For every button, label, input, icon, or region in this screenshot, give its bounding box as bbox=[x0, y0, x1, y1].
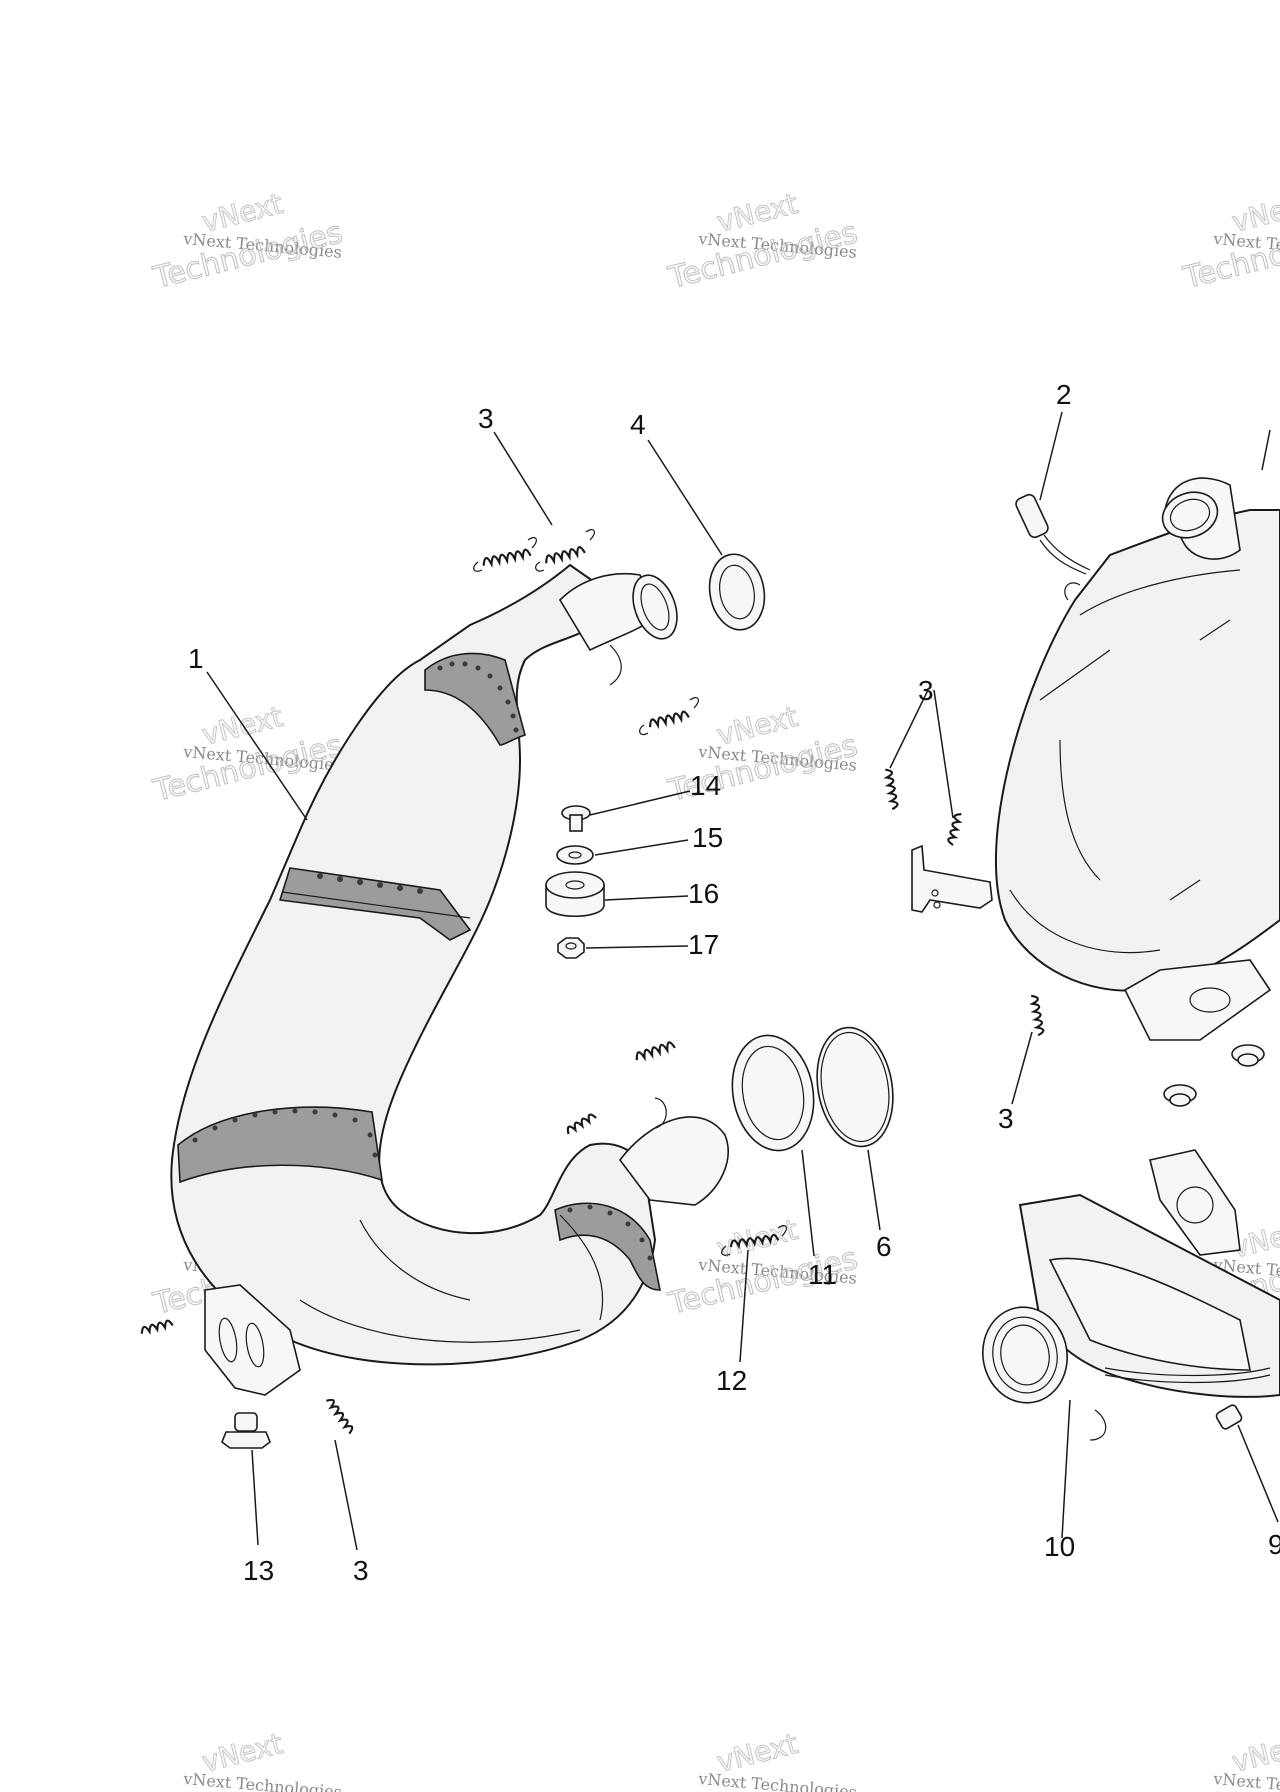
watermark-top-center: vNext vNext Technologies Technologies bbox=[664, 186, 861, 296]
callout-3-mid: 3 bbox=[918, 675, 934, 706]
spring-right-a bbox=[883, 768, 899, 811]
callout-3-bottom: 3 bbox=[353, 1555, 369, 1586]
gasket-ring-part-4 bbox=[708, 553, 766, 631]
callout-13: 13 bbox=[243, 1555, 274, 1586]
callout-16: 16 bbox=[688, 878, 719, 909]
watermark-bottom-right: vNext vNext Technologies bbox=[1212, 1726, 1280, 1792]
spring-left-bracket bbox=[140, 1319, 174, 1335]
svg-text:vNext Technologies: vNext Technologies bbox=[697, 1769, 858, 1792]
nut-part-17 bbox=[557, 937, 585, 959]
spring-part-2 bbox=[1015, 493, 1091, 575]
spring-lower-pipe-b bbox=[566, 1113, 597, 1135]
grommet-muffler-a bbox=[1163, 1084, 1197, 1107]
callout-3-top: 3 bbox=[478, 403, 494, 434]
spring-lower-pipe-a bbox=[635, 1041, 676, 1062]
seal-ring-part-11 bbox=[731, 1034, 815, 1152]
leader-lines bbox=[206, 411, 1279, 1551]
spring-right-b bbox=[947, 812, 963, 846]
bolt-part-9 bbox=[1215, 1404, 1243, 1430]
callout-12: 12 bbox=[716, 1365, 747, 1396]
washer-part-15 bbox=[556, 845, 594, 865]
muffler-bracket bbox=[911, 844, 993, 913]
bolt-part-14 bbox=[561, 805, 591, 832]
callout-15: 15 bbox=[692, 822, 723, 853]
callout-14: 14 bbox=[690, 770, 721, 801]
watermark-top-right: vNext vNext Technologies Technologies bbox=[1179, 186, 1280, 296]
watermark-top-left: vNext vNext Technologies Technologies bbox=[149, 186, 346, 296]
callout-2: 2 bbox=[1056, 379, 1072, 410]
callout-3-right: 3 bbox=[998, 1103, 1014, 1134]
spring-part-12 bbox=[721, 1224, 787, 1256]
grommet-muffler-b bbox=[1231, 1044, 1265, 1067]
spring-top-a bbox=[473, 536, 537, 572]
svg-text:vNext Technologies: vNext Technologies bbox=[1212, 1769, 1280, 1792]
muffler-part bbox=[994, 477, 1280, 1041]
exhaust-pipe-part bbox=[170, 563, 729, 1396]
callout-1: 1 bbox=[188, 643, 204, 674]
grommet-part-16 bbox=[545, 871, 605, 918]
header-pipe-part bbox=[982, 1149, 1280, 1441]
callout-17: 17 bbox=[688, 929, 719, 960]
seal-ring-part-6 bbox=[816, 1026, 894, 1148]
spring-right-c bbox=[1029, 994, 1045, 1037]
callout-11: 11 bbox=[808, 1259, 837, 1290]
spring-top-b bbox=[535, 528, 595, 572]
spring-bottom bbox=[326, 1398, 354, 1435]
callout-10: 10 bbox=[1044, 1531, 1075, 1562]
callout-4: 4 bbox=[630, 409, 646, 440]
svg-text:vNext Technologies: vNext Technologies bbox=[182, 1769, 343, 1792]
callout-6: 6 bbox=[876, 1231, 892, 1262]
drain-plug-part-13 bbox=[221, 1412, 271, 1449]
watermark-bottom-left: vNext vNext Technologies bbox=[182, 1726, 343, 1792]
watermark-bottom-center: vNext vNext Technologies bbox=[697, 1726, 858, 1792]
callout-9: 9 bbox=[1268, 1529, 1280, 1560]
spring-mid-pipe bbox=[639, 696, 699, 736]
